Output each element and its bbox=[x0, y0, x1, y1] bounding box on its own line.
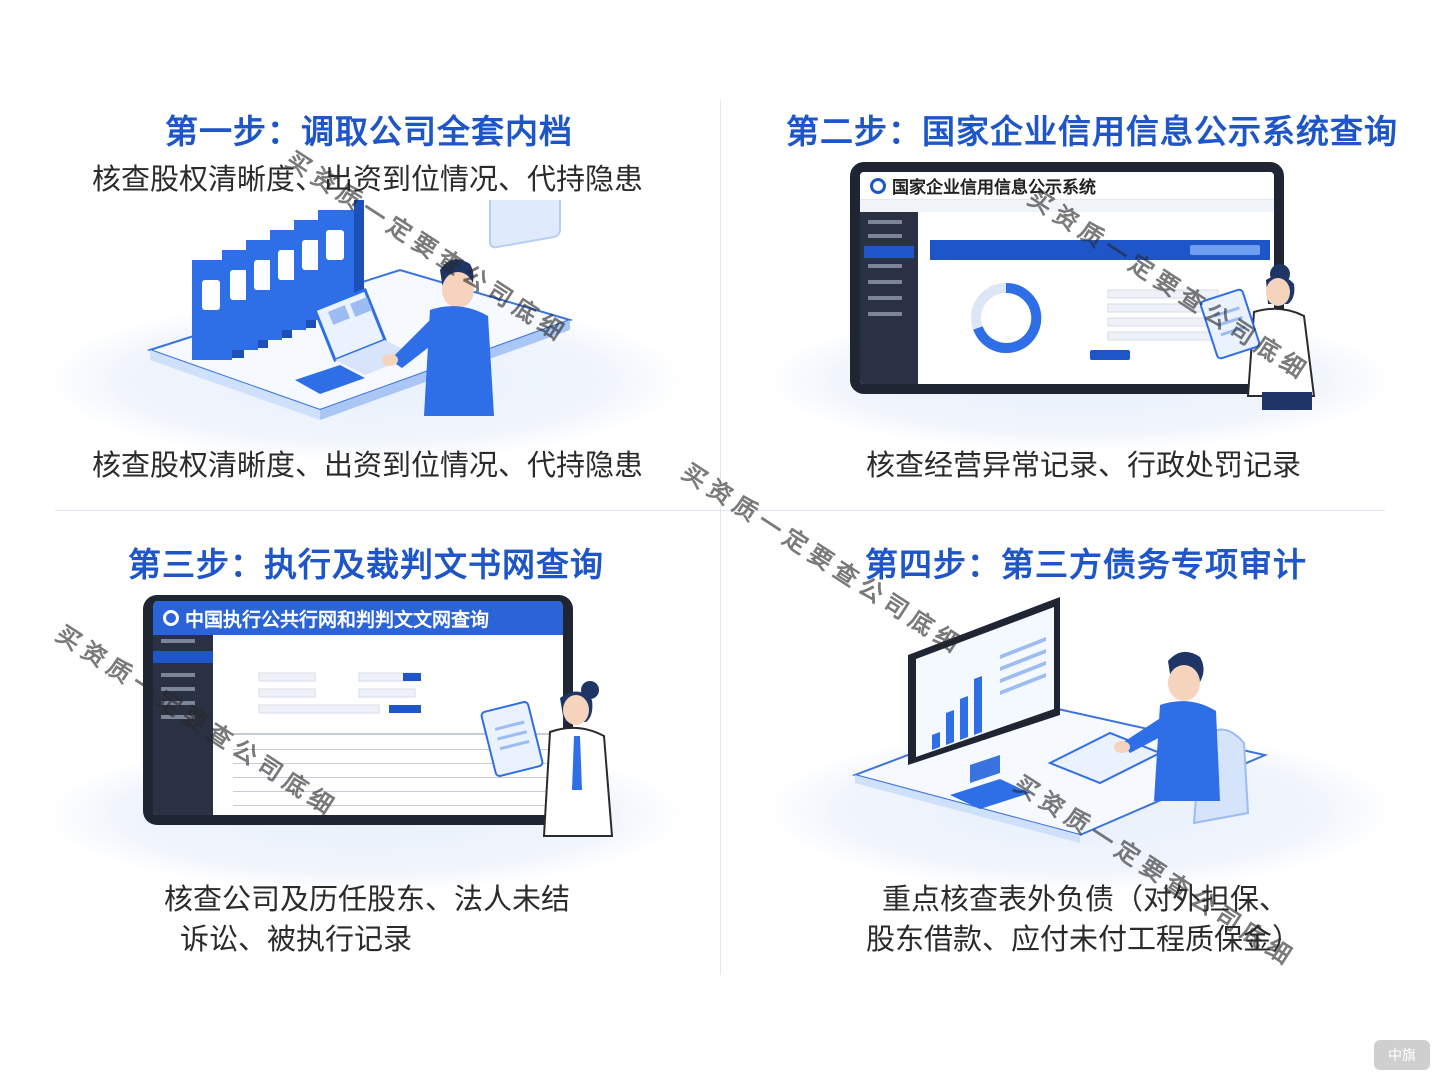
bar-chart-icon bbox=[932, 676, 982, 750]
step1-desc-line1: 核查股权清晰度、出资到位情况、代持隐患 bbox=[92, 448, 644, 482]
step2-title: 第二步：国家企业信用信息公示系统查询 bbox=[786, 112, 1398, 151]
step2-desc-line1: 核查经营异常记录、行政处罚记录 bbox=[866, 448, 1302, 482]
step3-screen-title: 中国执行公共行网和判判文文网查询 bbox=[185, 608, 490, 631]
step2-screen-ui bbox=[860, 200, 1274, 384]
person-icon bbox=[542, 681, 614, 837]
step3-screen: 中国执行公共行网和判判文文网查询 bbox=[143, 595, 573, 825]
step3-title: 第三步：执行及裁判文书网查询 bbox=[128, 545, 604, 584]
clipboard-icon bbox=[480, 701, 544, 777]
step3-desc-line2: 诉讼、被执行记录 bbox=[180, 922, 413, 956]
person-icon bbox=[1114, 651, 1220, 801]
laptop-icon bbox=[313, 288, 415, 375]
emblem-icon bbox=[870, 177, 886, 194]
brand-badge: 中旗 bbox=[1374, 1040, 1430, 1070]
step4-desc-line2: 股东借款、应付未付工程质保金） bbox=[866, 922, 1302, 956]
step1-illustration bbox=[146, 200, 574, 420]
horizontal-divider bbox=[55, 510, 1385, 511]
person-icon bbox=[382, 259, 494, 416]
step4-title: 第四步：第三方债务专项审计 bbox=[865, 545, 1307, 584]
step3-screen-ui bbox=[153, 635, 553, 815]
person-icon bbox=[1246, 264, 1316, 410]
step4-desc-line1: 重点核查表外负债（对外担保、 bbox=[882, 882, 1289, 916]
step3-desc-line1: 核查公司及历任股东、法人未结 bbox=[164, 882, 571, 916]
step2-screen-title: 国家企业信用信息公示系统 bbox=[892, 178, 1096, 198]
step2-screen: 国家企业信用信息公示系统 bbox=[850, 162, 1284, 394]
step1-title: 第一步：调取公司全套内档 bbox=[165, 112, 573, 151]
step3-person bbox=[480, 681, 614, 837]
vertical-divider bbox=[720, 100, 721, 975]
emblem-icon bbox=[163, 610, 179, 626]
step4-illustration bbox=[851, 597, 1269, 843]
step1-subtitle: 核查股权清晰度、出资到位情况、代持隐患 bbox=[92, 162, 644, 196]
binder-icon bbox=[192, 200, 364, 360]
donut-chart-icon bbox=[971, 282, 1042, 353]
step2-person bbox=[1200, 264, 1316, 410]
clipboard-icon bbox=[1200, 288, 1261, 360]
